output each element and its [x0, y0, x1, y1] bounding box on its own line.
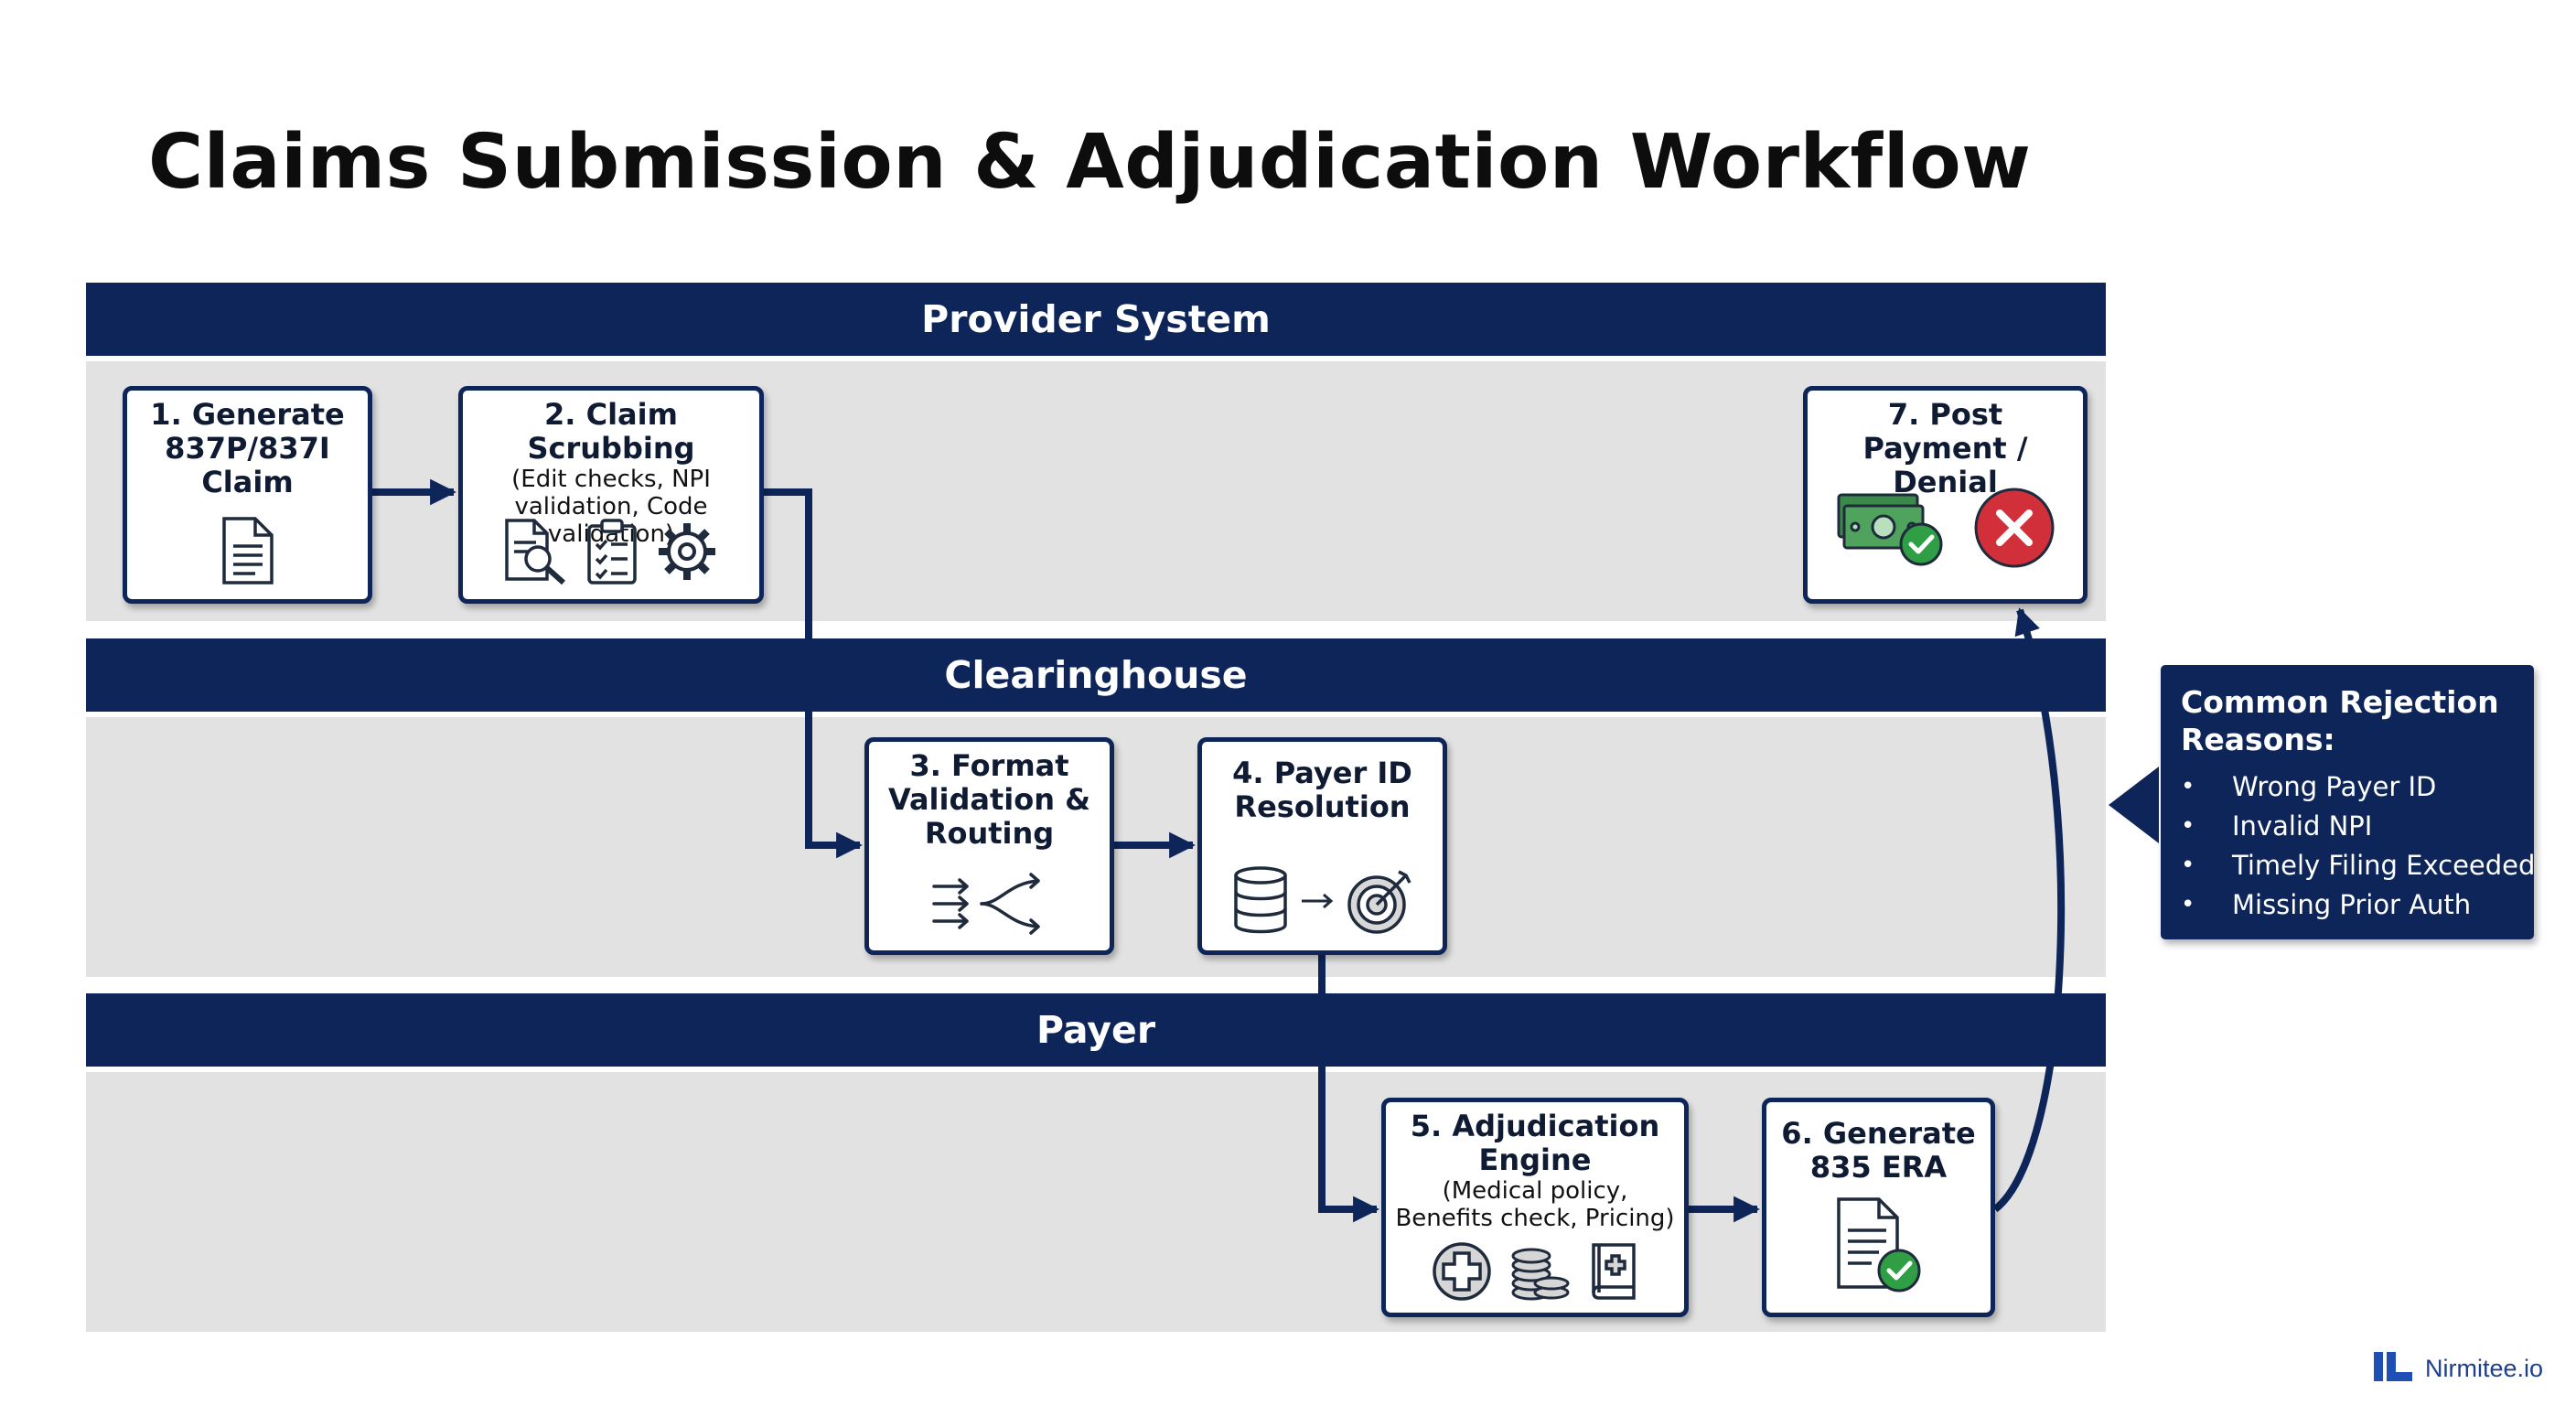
rejection-reasons-callout: Common Rejection Reasons: Wrong Payer ID… [2161, 665, 2535, 939]
lane-header-payer: Payer [86, 993, 2106, 1067]
rejection-reasons-list: Wrong Payer ID Invalid NPI Timely Filing… [2181, 767, 2535, 925]
document-icon [219, 515, 277, 590]
step-title: 6. Generate 835 ERA [1781, 1116, 1976, 1185]
brand-mark-icon [2372, 1350, 2414, 1387]
arrow-step6-to-step7 [1992, 607, 2066, 1213]
coin-stack-icon [1509, 1241, 1572, 1305]
medical-book-icon [1588, 1239, 1639, 1307]
page-title: Claims Submission & Adjudication Workflo… [148, 119, 2032, 206]
denial-x-icon [1972, 486, 2056, 574]
money-check-icon [1835, 488, 1945, 572]
step-title: 1. Generate 837P/837I Claim [150, 397, 345, 499]
step-payer-id-resolution[interactable]: 4. Payer ID Resolution [1197, 737, 1447, 955]
step-title: 7. Post Payment / Denial [1862, 397, 2028, 499]
arrow-step2-to-step3 [764, 488, 863, 859]
callout-pointer-arrow [2109, 767, 2159, 843]
step-generate-claim[interactable]: 1. Generate 837P/837I Claim [123, 386, 372, 604]
step-title: 2. Claim Scrubbing [527, 397, 695, 466]
step-claim-scrubbing[interactable]: 2. Claim Scrubbing (Edit checks, NPI val… [458, 386, 764, 604]
step-post-payment-denial[interactable]: 7. Post Payment / Denial [1803, 386, 2088, 604]
brand-name: Nirmitee.io [2425, 1354, 2544, 1382]
routing-arrows-icon [930, 870, 1049, 941]
target-icon [1346, 866, 1415, 939]
arrow-right-icon [1300, 890, 1336, 916]
step-title: 3. Format Validation & Routing [887, 748, 1091, 851]
step-title: 4. Payer ID Resolution [1232, 756, 1412, 824]
document-search-icon [503, 517, 569, 590]
step-title: 5. Adjudication Engine [1410, 1109, 1660, 1177]
step-adjudication-engine[interactable]: 5. Adjudication Engine (Medical policy, … [1381, 1098, 1689, 1317]
callout-title: Common Rejection Reasons: [2181, 684, 2499, 757]
database-icon [1230, 864, 1291, 941]
lane-header-provider-system: Provider System [86, 283, 2106, 356]
rejection-reason-item: Timely Filing Exceeded [2181, 846, 2535, 885]
step-subtitle: (Medical policy, Benefits check, Pricing… [1395, 1177, 1675, 1232]
medical-cross-icon [1431, 1240, 1493, 1306]
brand-logo[interactable]: Nirmitee.io [2372, 1350, 2543, 1387]
rejection-reason-item: Missing Prior Auth [2181, 885, 2514, 925]
lane-header-clearinghouse: Clearinghouse [86, 638, 2106, 712]
rejection-reason-item: Invalid NPI [2181, 807, 2514, 846]
arrow-step4-to-step5 [1318, 955, 1379, 1223]
step-format-validation-routing[interactable]: 3. Format Validation & Routing [864, 737, 1114, 955]
document-check-icon [1831, 1196, 1927, 1300]
rejection-reason-item: Wrong Payer ID [2181, 767, 2514, 807]
step-generate-835-era[interactable]: 6. Generate 835 ERA [1762, 1098, 1995, 1317]
clipboard-checklist-icon [585, 517, 639, 590]
gear-icon [655, 520, 719, 587]
